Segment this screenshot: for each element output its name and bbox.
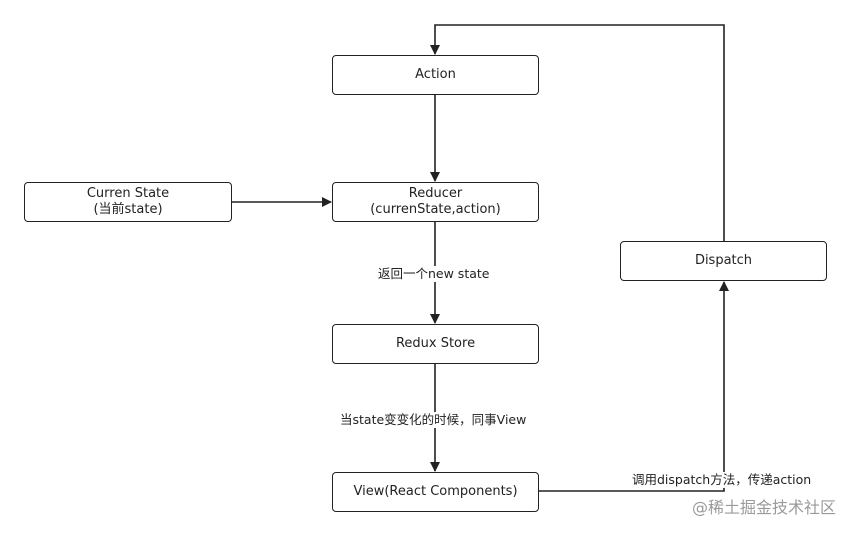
edge-label-reducer-to-store: 返回一个new state (378, 266, 490, 282)
node-current-state-line2: (当前state) (93, 202, 163, 217)
node-dispatch: Dispatch (620, 241, 827, 281)
edge-label-view-to-dispatch: 调用dispatch方法，传递action (632, 472, 812, 488)
node-reducer: Reducer (currenState,action) (332, 182, 539, 222)
node-action-label: Action (415, 67, 456, 82)
node-reducer-line1: Reducer (408, 186, 463, 201)
watermark: @稀土掘金技术社区 (691, 498, 836, 517)
node-dispatch-label: Dispatch (694, 253, 753, 268)
edge-dispatch-to-action (430, 24, 725, 241)
edge-view-to-dispatch (539, 281, 729, 492)
node-view: View(React Components) (332, 472, 539, 512)
edge-label-store-to-view: 当state变变化的时候，同事View (340, 412, 527, 428)
node-reducer-line2: (currenState,action) (370, 202, 501, 217)
node-redux-store-label: Redux Store (395, 336, 476, 351)
node-current-state: Curren State (当前state) (24, 182, 232, 222)
node-current-state-line1: Curren State (86, 186, 170, 201)
node-redux-store: Redux Store (332, 324, 539, 364)
node-action: Action (332, 55, 539, 95)
node-view-label: View(React Components) (353, 484, 518, 499)
